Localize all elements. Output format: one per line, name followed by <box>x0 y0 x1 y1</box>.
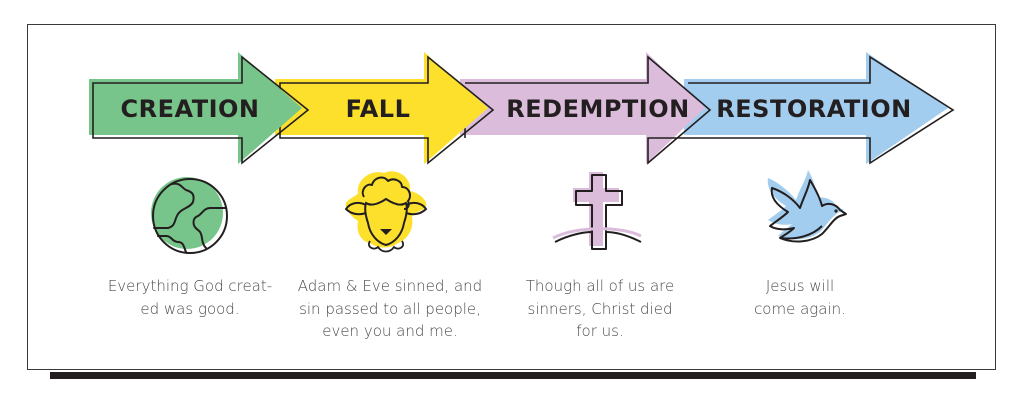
arrow-creation-fill <box>89 52 302 164</box>
arrow-creation: CREATION <box>89 52 310 165</box>
description-line: Jesus will <box>765 277 835 295</box>
arrow-restoration: RESTORATION <box>684 52 955 165</box>
description-line: for us. <box>576 322 624 340</box>
frame-shadow <box>50 372 976 379</box>
arrow-creation-outline <box>92 55 310 165</box>
arrow-redemption: REDEMPTION <box>460 52 712 165</box>
arrow-restoration-label: RESTORATION <box>716 95 911 123</box>
dove-icon <box>767 170 847 243</box>
description-line: sinners, Christ died <box>527 299 673 318</box>
stage-description-restoration: Jesus will come again. <box>705 275 895 320</box>
globe-icon <box>151 177 228 254</box>
description-line: Though all of us are <box>525 277 675 295</box>
description-line: sin passed to all people, <box>299 299 481 318</box>
arrow-redemption-outline <box>465 55 712 165</box>
arrow-fall-outline <box>279 55 495 165</box>
arrow-creation-label: CREATION <box>121 95 260 123</box>
arrow-redemption-fill <box>460 52 705 164</box>
description-line: Adam & Eve sinned, and <box>297 277 483 295</box>
stage-description-redemption: Though all of us are sinners, Christ die… <box>505 275 695 343</box>
stage-description-creation: Everything God creat- ed was good. <box>95 275 285 320</box>
description-line: even you and me. <box>322 322 458 340</box>
description-line: come again. <box>754 299 846 318</box>
arrow-redemption-label: REDEMPTION <box>506 95 689 123</box>
sheep-icon <box>344 171 428 253</box>
cross-icon <box>552 172 642 250</box>
stage-description-fall: Adam & Eve sinned, and sin passed to all… <box>290 275 490 343</box>
arrow-restoration-fill <box>684 52 948 164</box>
arrow-fall-label: FALL <box>346 95 411 123</box>
description-line: ed was good. <box>140 299 240 318</box>
arrow-fall: FALL <box>275 52 495 165</box>
arrow-restoration-outline <box>688 55 955 165</box>
arrow-fall-fill <box>275 52 488 164</box>
description-line: Everything God creat- <box>107 277 273 295</box>
